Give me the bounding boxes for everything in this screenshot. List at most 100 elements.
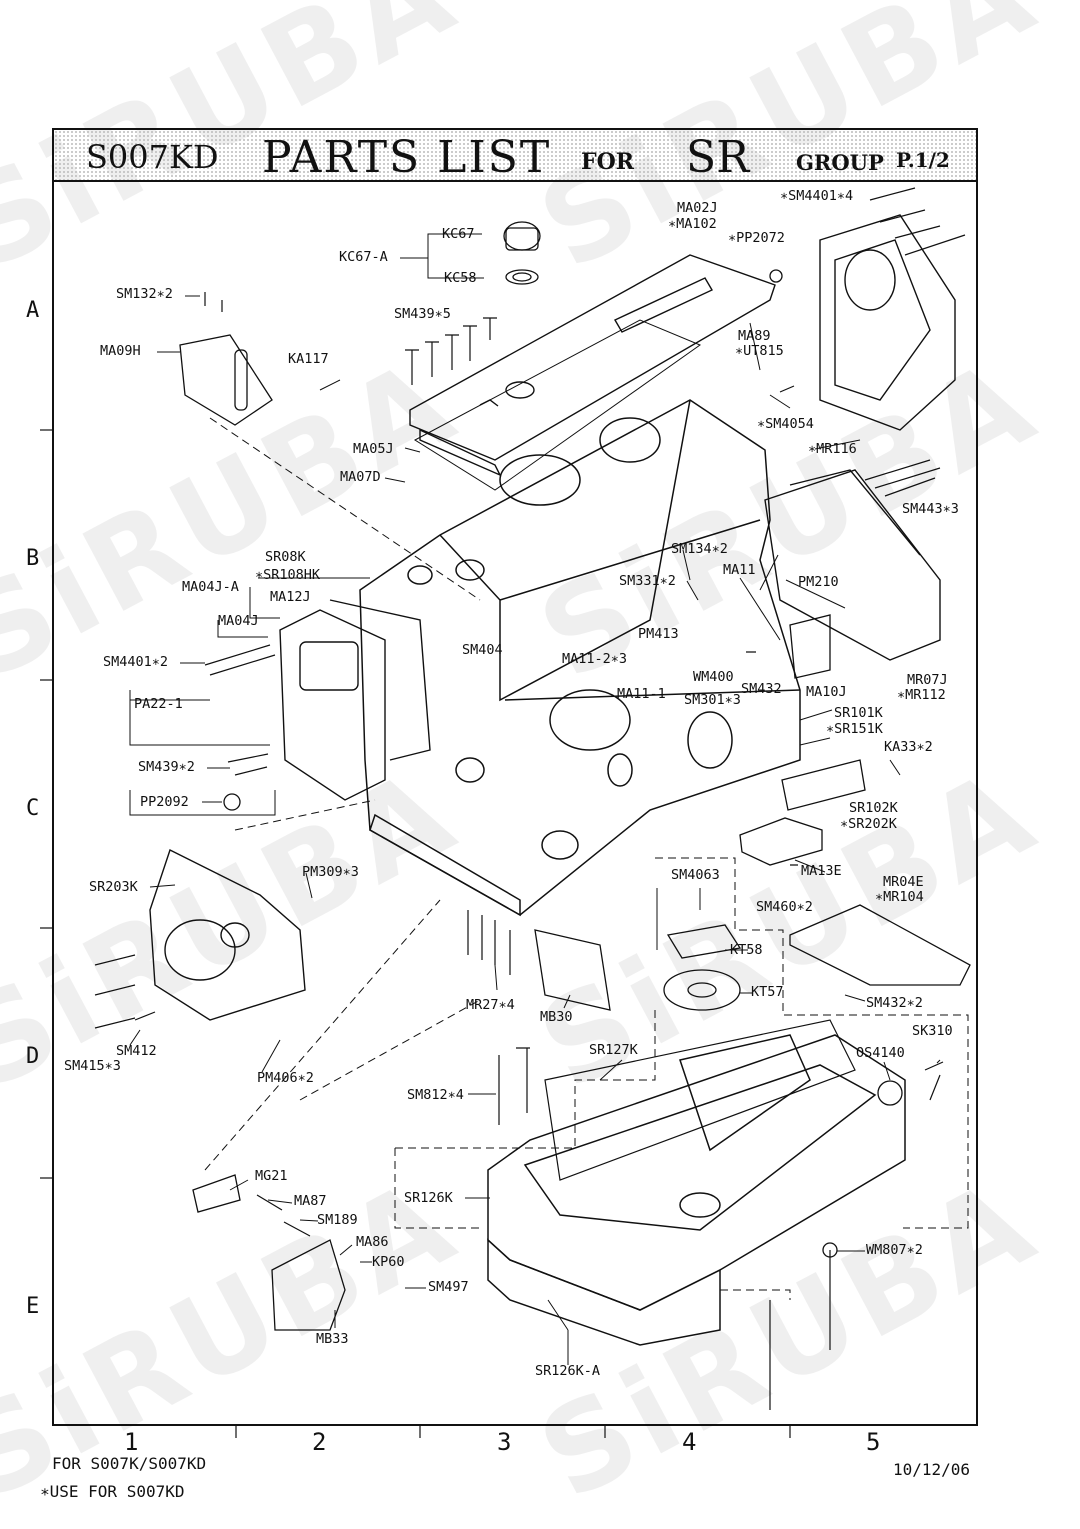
part-label: SM4063 xyxy=(671,867,720,883)
part-label: SM189 xyxy=(317,1212,358,1228)
part-label: SM432∗2 xyxy=(866,995,923,1011)
plate-part xyxy=(668,925,740,958)
part-label: ∗SR202K xyxy=(840,816,897,832)
small-bracket-part xyxy=(740,818,822,865)
model-number: S007KD xyxy=(86,138,219,176)
footer-date: 10/12/06 xyxy=(893,1460,971,1479)
part-label: SM439∗2 xyxy=(138,759,195,775)
part-label: KC67-A xyxy=(339,249,388,265)
part-label: ∗MR116 xyxy=(808,441,857,457)
gasket-part xyxy=(415,320,700,490)
column-label-1: 1 xyxy=(124,1428,139,1456)
machine-body xyxy=(360,400,800,915)
oil-reservoir-part xyxy=(765,470,940,660)
part-label: SM4401∗2 xyxy=(103,654,169,670)
part-label: ∗MA102 xyxy=(668,216,717,232)
part-label: MR27∗4 xyxy=(466,997,515,1013)
part-label: SM404 xyxy=(462,642,503,658)
magnet-part xyxy=(193,1175,240,1212)
drawing-frame: S007KD PARTS LIST FOR SR GROUP P.1/2 xyxy=(52,128,978,1426)
washer-part xyxy=(664,970,740,1010)
part-label: SR08K xyxy=(265,549,306,565)
part-label: WM400 xyxy=(693,669,734,685)
footer-applies-to: FOR S007K/S007KD xyxy=(52,1454,207,1473)
part-label: SK310 xyxy=(912,1023,953,1039)
cover-plate-part xyxy=(790,905,970,985)
part-label: SR127K xyxy=(589,1042,638,1058)
part-label: MG21 xyxy=(255,1168,288,1184)
part-label: SM460∗2 xyxy=(756,899,813,915)
group-boundaries xyxy=(205,418,968,1300)
page-title: PARTS LIST xyxy=(262,132,552,183)
part-label: MA86 xyxy=(356,1234,389,1250)
part-label: WM807∗2 xyxy=(866,1242,923,1258)
part-label: MA04J-A xyxy=(182,579,239,595)
part-label: PA22-1 xyxy=(134,696,183,712)
part-label: SM443∗3 xyxy=(902,501,959,517)
part-label: KT57 xyxy=(751,984,784,1000)
title-group: GROUP xyxy=(796,150,884,175)
part-label: MA11-2∗3 xyxy=(562,651,628,667)
part-label: ∗SM4401∗4 xyxy=(780,188,854,204)
part-label: MR04E xyxy=(883,874,924,890)
part-label: ∗MR112 xyxy=(897,687,946,703)
part-label: SM301∗3 xyxy=(684,692,741,708)
part-label: KT58 xyxy=(730,942,763,958)
part-label: SM497 xyxy=(428,1279,469,1295)
part-label: KP60 xyxy=(372,1254,405,1270)
screws xyxy=(95,188,965,1410)
part-label: SR126K-A xyxy=(535,1363,601,1379)
part-label: SM432 xyxy=(741,681,782,697)
part-label: ∗SM4054 xyxy=(757,416,814,432)
part-label: SM132∗2 xyxy=(116,286,173,302)
part-label: MA89 xyxy=(738,328,771,344)
column-label-2: 2 xyxy=(312,1428,327,1456)
part-label: SR126K xyxy=(404,1190,453,1206)
leader-lines xyxy=(130,234,940,1365)
part-label: SM331∗2 xyxy=(619,573,676,589)
part-label: OS4140 xyxy=(856,1045,905,1061)
part-label: MA02J xyxy=(677,200,718,216)
row-label-e: E xyxy=(26,1294,40,1319)
grid-ticks xyxy=(40,430,790,1438)
part-label: ∗SR151K xyxy=(826,721,883,737)
part-label: SR101K xyxy=(834,705,883,721)
part-label: SR102K xyxy=(849,800,898,816)
footer-star-note: ∗USE FOR S007KD xyxy=(40,1482,185,1501)
part-label: MA11-1 xyxy=(617,686,666,702)
side-frame-part xyxy=(150,850,305,1020)
part-label: KC67 xyxy=(442,226,475,242)
face-plate-part xyxy=(280,600,430,800)
oil-pan-part xyxy=(488,1020,905,1345)
part-label: KA117 xyxy=(288,351,329,367)
part-label: SM439∗5 xyxy=(394,306,451,322)
side-cover-part xyxy=(820,215,955,430)
part-label: MR07J xyxy=(907,672,948,688)
caution-label-part xyxy=(535,930,610,1010)
plug-part xyxy=(224,794,240,810)
part-label: ∗SR108HK xyxy=(255,567,321,583)
top-cover-part xyxy=(410,255,775,475)
part-label: PM413 xyxy=(638,626,679,642)
part-label: ∗PP2072 xyxy=(728,230,785,246)
part-label: ∗MR104 xyxy=(875,889,924,905)
part-label: MA87 xyxy=(294,1193,327,1209)
row-label-d: D xyxy=(26,1044,40,1069)
group-code: SR xyxy=(686,132,750,183)
row-label-b: B xyxy=(26,546,40,571)
part-label: MB30 xyxy=(540,1009,573,1025)
row-label-a: A xyxy=(26,298,40,323)
part-label: SR203K xyxy=(89,879,138,895)
part-label: MA09H xyxy=(100,343,141,359)
part-label: MA12J xyxy=(270,589,311,605)
part-label: MB33 xyxy=(316,1331,349,1347)
part-label: KA33∗2 xyxy=(884,739,933,755)
part-label: PM309∗3 xyxy=(302,864,359,880)
part-label: MA10J xyxy=(806,684,847,700)
bracket-part xyxy=(180,335,272,425)
part-label: KC58 xyxy=(444,270,477,286)
part-label: MA11 xyxy=(723,562,756,578)
part-label: PM406∗2 xyxy=(257,1070,314,1086)
column-label-4: 4 xyxy=(682,1428,697,1456)
round-cover-part xyxy=(272,1240,345,1330)
